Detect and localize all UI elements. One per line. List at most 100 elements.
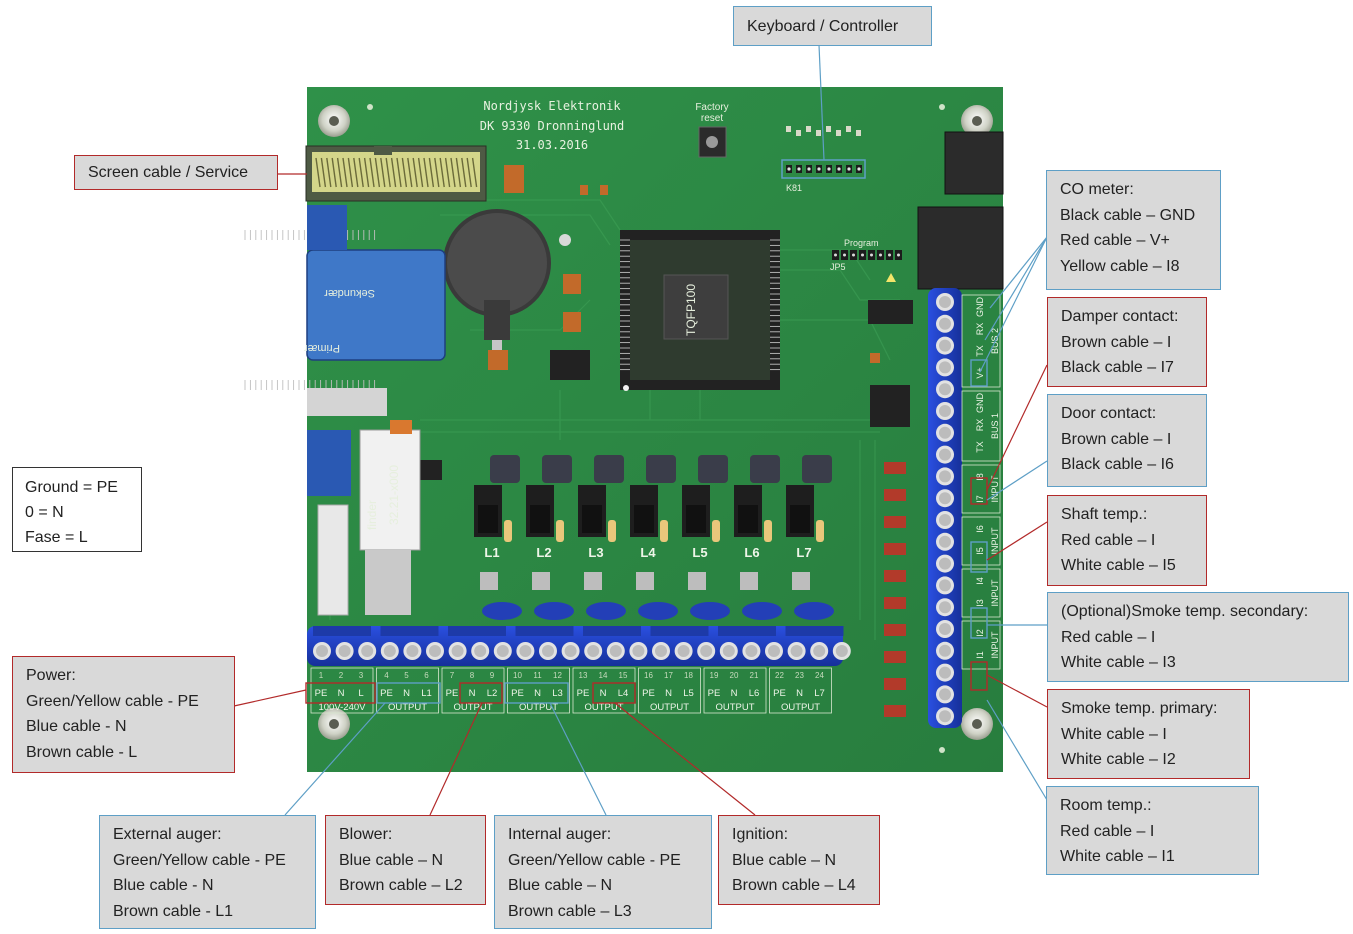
terminal-tab (380, 626, 439, 636)
varistor (764, 520, 772, 542)
relay-model: 32.21-x000 (387, 465, 401, 525)
callout-smoke-secondary: (Optional)Smoke temp. secondary: Red cab… (1047, 592, 1349, 682)
kb-pin-dot (857, 167, 861, 171)
terminal-pin-number: 12 (553, 671, 562, 680)
callout-damper: Damper contact: Brown cable – I Black ca… (1047, 297, 1207, 387)
terminal-pin-label: L7 (814, 688, 825, 699)
program-header: Program JP5 (830, 238, 902, 282)
ignition-line-2: Brown cable – L4 (732, 877, 856, 894)
terminal-pin-label: N (796, 688, 803, 699)
terminal-screw-inner (939, 339, 951, 352)
relay-output-label: L7 (796, 545, 811, 560)
ribbon-tooth (336, 157, 343, 188)
terminal-pin-label: N (600, 688, 607, 699)
callout-ignition: Ignition: Blue cable – N Brown cable – L… (718, 815, 880, 905)
terminal-group-caption: INPUT (990, 631, 1000, 659)
bottom-terminal-block (307, 626, 851, 666)
relay-output-label: L4 (640, 545, 656, 560)
terminal-screw-inner (745, 645, 758, 657)
ribbon-tooth (423, 157, 429, 188)
ribbon-tooth (401, 157, 408, 188)
ribbon-tooth (407, 157, 413, 188)
terminal-pin-label: N (534, 688, 541, 699)
internal-auger-line-2: Blue cable – N (508, 877, 613, 894)
co-meter-title: CO meter: (1060, 181, 1134, 198)
power-line-1: Green/Yellow cable - PE (26, 692, 199, 710)
callout-keyboard: Keyboard / Controller (733, 6, 932, 46)
smoke-primary-line-2: White cable – I2 (1061, 751, 1176, 768)
buzzer (443, 209, 571, 352)
terminal-group-frame (961, 620, 1001, 670)
door-line-1: Brown cable – I (1061, 430, 1172, 448)
room-line-2: White cable – I1 (1060, 848, 1175, 865)
terminal-pin-label: V+ (975, 367, 985, 378)
triac-body (686, 505, 706, 533)
terminal-screw-inner (564, 645, 577, 657)
terminal-pin-label: N (403, 688, 410, 699)
smd-part (740, 572, 758, 590)
external-auger-line-3: Brown cable - L1 (113, 902, 234, 920)
callout-door: Door contact: Brown cable – I Black cabl… (1047, 394, 1207, 487)
terminal-screw-inner (406, 645, 419, 657)
terminal-group-frame (507, 667, 570, 714)
ribbon-tooth (385, 157, 391, 188)
terminal-pin-number: 13 (579, 671, 588, 680)
bottom-terminal-labels: PE1N2L3100V-240VPE4N5L16OUTPUTPE7N8L29OU… (310, 667, 832, 714)
highlight-boxes (305, 359, 988, 704)
callout-power: Power: Green/Yellow cable - PE Blue cabl… (12, 656, 235, 773)
terminal-pin-number: 21 (750, 671, 759, 680)
microcontroller: TQFP100 (244, 230, 780, 391)
output-capacitor (586, 602, 626, 620)
screen-connector (305, 145, 487, 202)
callout-screen: Screen cable / Service (74, 155, 278, 190)
terminal-pin-label: PE (511, 688, 524, 699)
optocoupler (542, 455, 572, 483)
terminal-screw-inner (677, 645, 690, 657)
terminal-group-frame (961, 568, 1001, 618)
damper-title: Damper contact: (1061, 308, 1179, 325)
relay-output-label: L1 (484, 545, 499, 560)
kb-pin-top (856, 130, 861, 136)
callout-external-auger: External auger: Green/Yellow cable - PE … (99, 815, 316, 929)
ribbon-tooth (455, 157, 462, 188)
terminal-screw-inner (338, 645, 351, 657)
external-auger-line-2: Blue cable - N (113, 877, 214, 894)
terminal-screw-inner (835, 645, 848, 657)
terminal-pin-label: L6 (749, 688, 760, 699)
co-meter-line-1: Black cable – GND (1060, 206, 1196, 224)
program-pin-dot (852, 253, 855, 257)
terminal-pin-label: I7 (975, 495, 985, 503)
terminal-pin-label: PE (577, 688, 590, 699)
terminal-screw-inner (939, 296, 951, 308)
smoke-secondary-line-1: Red cable – I (1061, 628, 1156, 646)
terminal-tab (718, 626, 776, 636)
terminal-pin-label: N (469, 688, 476, 699)
ribbon-tooth (320, 157, 327, 188)
blower-line-2: Brown cable – L2 (339, 877, 463, 894)
terminal-pin-label: L (358, 688, 363, 699)
shaft-line-2: White cable – I5 (1061, 557, 1176, 574)
terminal-pin-label: N (731, 688, 738, 699)
terminal-screw-inner (939, 405, 951, 417)
shaft-title: Shaft temp.: (1061, 506, 1148, 523)
kb-pin-top (796, 130, 801, 136)
terminal-pin-number: 11 (533, 671, 542, 680)
kb-pin-dot (847, 167, 851, 171)
terminal-screw-inner (939, 492, 951, 505)
co-meter-line-2: Red cable – V+ (1060, 232, 1170, 249)
terminal-pin-number: 20 (730, 671, 739, 680)
kb-pin-top (786, 126, 791, 132)
terminal-screw-inner (939, 317, 951, 330)
chip-label: TQFP100 (684, 284, 698, 336)
terminal-screw-inner (939, 623, 951, 635)
terminal-screw-inner (939, 361, 951, 374)
ribbon-tooth (363, 157, 370, 188)
terminal-pin-number: 19 (710, 671, 719, 680)
relay-output-label: L2 (536, 545, 551, 560)
input-resistor (884, 543, 906, 555)
ribbon-tooth (471, 157, 478, 188)
terminal-pin-label: RX (975, 323, 985, 336)
blower-line-1: Blue cable – N (339, 851, 444, 869)
smoke-secondary-title: (Optional)Smoke temp. secondary: (1061, 603, 1309, 620)
terminal-screw-inner (722, 645, 735, 657)
